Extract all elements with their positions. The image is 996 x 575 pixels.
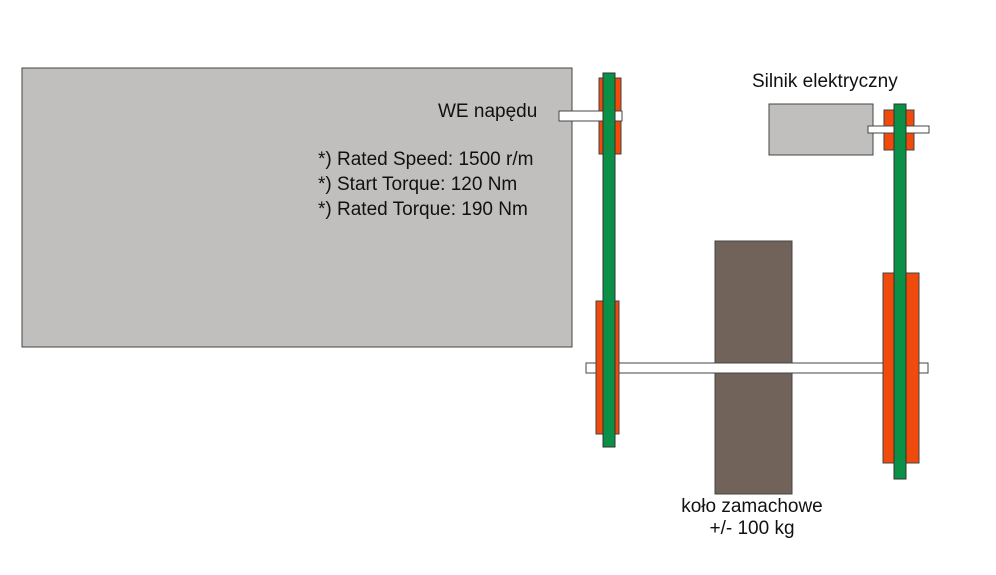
specs-list: *) Rated Speed: 1500 r/m *) Start Torque… — [318, 147, 533, 222]
flywheel-name: koło zamachowe — [681, 496, 823, 517]
electric-motor-body — [768, 103, 874, 156]
gearbox-housing — [21, 67, 573, 348]
left-belt — [602, 72, 616, 448]
spec-rated-speed: *) Rated Speed: 1500 r/m — [318, 149, 534, 170]
spec-start-torque: *) Start Torque: 120 Nm — [318, 174, 518, 195]
right-belt — [893, 103, 907, 480]
flywheel-label: koło zamachowe +/- 100 kg — [652, 496, 852, 540]
drive-input-label: WE napędu — [438, 101, 538, 122]
flywheel-mass: +/- 100 kg — [709, 518, 795, 539]
drive-input-shaft — [558, 110, 623, 122]
electric-motor-label: Silnik elektryczny — [752, 71, 898, 92]
spec-rated-torque: *) Rated Torque: 190 Nm — [318, 199, 528, 220]
main-shaft — [585, 362, 929, 374]
